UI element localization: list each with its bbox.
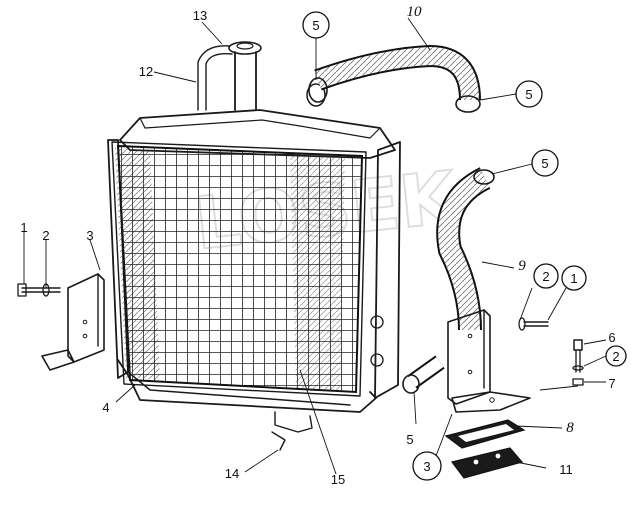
- callout-5-right-mid: 5: [531, 149, 559, 177]
- label-3: 3: [86, 228, 93, 243]
- label-4: 4: [102, 400, 109, 415]
- label-8: 8: [566, 420, 574, 436]
- svg-text:3: 3: [423, 459, 430, 474]
- right-mounting-bracket: [447, 309, 584, 413]
- label-9: 9: [518, 258, 526, 274]
- callout-5-right-upper: 5: [515, 80, 543, 108]
- callout-2-washer: 2: [605, 345, 627, 367]
- label-10: 10: [407, 4, 423, 20]
- upper-hose: [308, 44, 481, 113]
- svg-text:5: 5: [525, 87, 532, 102]
- label-12: 12: [139, 64, 153, 79]
- label-6: 6: [608, 330, 615, 345]
- label-5-bottom: 5: [406, 432, 413, 447]
- label-13: 13: [193, 8, 207, 23]
- label-2: 2: [42, 228, 49, 243]
- callout-1-right: 1: [561, 265, 587, 291]
- svg-text:2: 2: [542, 269, 549, 284]
- rubber-pad-11: [450, 447, 524, 479]
- label-15: 15: [331, 472, 345, 487]
- part-labels: 1 2 3 4 5 6 7 8 9 10 11 12 13 14 15: [20, 4, 615, 487]
- label-1: 1: [20, 220, 27, 235]
- label-7: 7: [608, 376, 615, 391]
- callout-3-bottom: 3: [412, 451, 442, 481]
- callout-2-right: 2: [533, 263, 559, 289]
- radiator-assembly: [107, 41, 401, 451]
- label-11: 11: [559, 462, 573, 477]
- callout-5-top: 5: [302, 11, 330, 39]
- svg-text:5: 5: [541, 156, 548, 171]
- svg-text:1: 1: [570, 271, 577, 286]
- label-14: 14: [225, 466, 239, 481]
- rubber-pad-8: [444, 419, 526, 449]
- lower-hose: [402, 167, 495, 394]
- svg-text:5: 5: [312, 18, 319, 33]
- left-mounting-bracket: [17, 273, 105, 371]
- leader-lines: [23, 17, 607, 475]
- svg-text:2: 2: [612, 349, 619, 364]
